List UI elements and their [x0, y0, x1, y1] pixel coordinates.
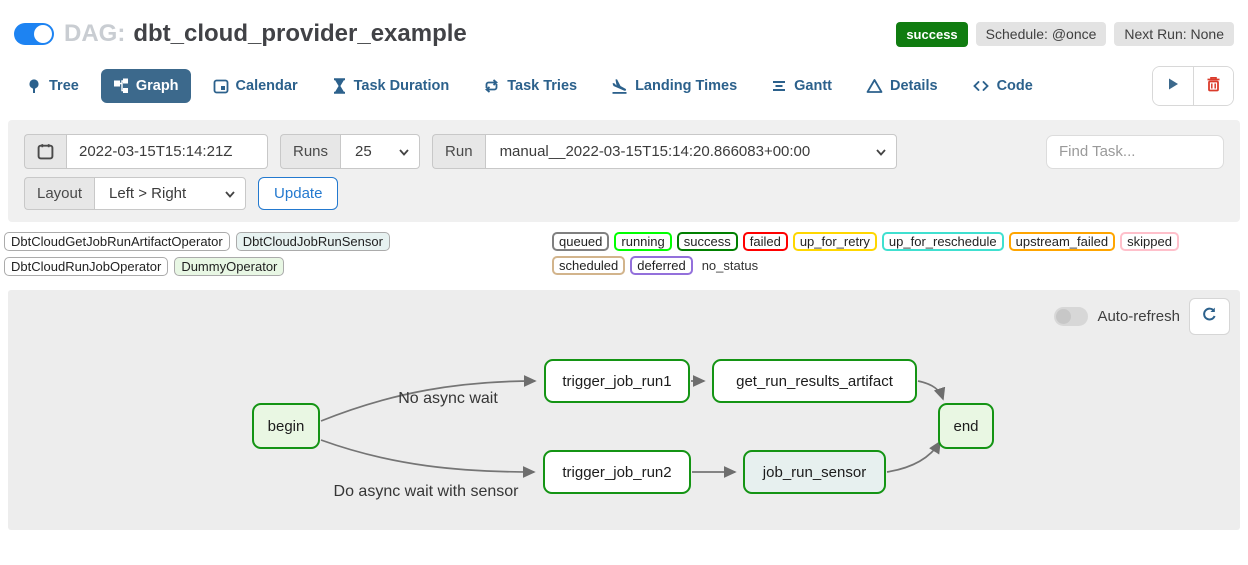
tab-calendar[interactable]: Calendar: [201, 69, 310, 103]
delete-dag-button[interactable]: [1193, 67, 1233, 105]
find-task-input[interactable]: [1046, 134, 1224, 169]
dag-prefix-label: DAG:: [64, 20, 126, 47]
dag-title: dbt_cloud_provider_example: [133, 20, 467, 47]
run-select[interactable]: manual__2022-03-15T15:14:20.866083+00:00: [484, 134, 897, 169]
operator-badge: DbtCloudJobRunSensor: [235, 232, 390, 251]
dag-action-buttons: [1152, 66, 1234, 106]
edge-begin-trigger_job_run1: [320, 375, 537, 422]
edge-label-no-async: No async wait: [398, 390, 498, 407]
graph-icon: [113, 78, 129, 94]
status-badge-failed[interactable]: failed: [742, 232, 788, 251]
dag-status-badge[interactable]: success: [896, 21, 968, 47]
task-node-job_run_sensor[interactable]: job_run_sensor: [743, 450, 886, 494]
next-run-badge: Next Run: None: [1114, 22, 1234, 46]
auto-refresh-label: Auto-refresh: [1097, 308, 1180, 325]
calendar-icon: [213, 78, 229, 94]
dag-graph-panel: Auto-refresh No async wait Do async wait…: [8, 290, 1240, 530]
status-badge-running[interactable]: running: [614, 232, 672, 251]
task-node-begin[interactable]: begin: [252, 403, 320, 449]
task-node-trigger_job_run2[interactable]: trigger_job_run2: [543, 450, 691, 494]
status-badge-up-for-retry[interactable]: up_for_retry: [792, 232, 877, 251]
hourglass-icon: [332, 78, 347, 94]
operator-legend: DbtCloudGetJobRunArtifactOperator DbtClo…: [4, 232, 546, 276]
plane-landing-icon: [611, 78, 628, 94]
refresh-button[interactable]: [1189, 298, 1230, 335]
tab-code[interactable]: Code: [960, 69, 1045, 103]
trash-icon: [1206, 76, 1221, 97]
chevron-down-icon: [399, 143, 409, 160]
edge-label-do-async: Do async wait with sensor: [333, 483, 519, 500]
run-label: Run: [432, 134, 485, 169]
filter-panel: Runs 25 Run manual__2022-03-15T15:14:20.…: [8, 120, 1240, 222]
chevron-down-icon: [875, 143, 886, 160]
operator-badge: DbtCloudGetJobRunArtifactOperator: [4, 232, 230, 251]
status-badge-deferred[interactable]: deferred: [630, 256, 693, 275]
tab-task-tries[interactable]: Task Tries: [471, 69, 589, 103]
layout-label: Layout: [24, 177, 95, 210]
num-runs-select[interactable]: 25: [340, 134, 421, 169]
layout-group: Layout Left > Right: [24, 177, 247, 210]
code-icon: [972, 78, 990, 94]
operator-badge: DbtCloudRunJobOperator: [4, 257, 169, 276]
auto-refresh-toggle[interactable]: [1054, 307, 1089, 326]
trigger-dag-button[interactable]: [1153, 67, 1193, 105]
edge-get_run_results_artifact-end: [917, 380, 946, 401]
task-node-get_run_results_artifact[interactable]: get_run_results_artifact: [712, 359, 917, 403]
tab-landing-times[interactable]: Landing Times: [599, 69, 749, 103]
num-runs-group: Runs 25: [280, 134, 421, 169]
toggle-knob: [34, 25, 52, 43]
calendar-addon-icon: [24, 134, 66, 169]
status-badge-queued[interactable]: queued: [552, 232, 610, 251]
runs-label: Runs: [280, 134, 341, 169]
gantt-icon: [771, 78, 787, 94]
status-badge-up-for-reschedule[interactable]: up_for_reschedule: [881, 232, 1004, 251]
status-badge-upstream-failed[interactable]: upstream_failed: [1008, 232, 1116, 251]
play-icon: [1166, 77, 1180, 96]
dag-pause-toggle[interactable]: [14, 23, 54, 45]
status-badge-success[interactable]: success: [676, 232, 738, 251]
run-group: Run manual__2022-03-15T15:14:20.866083+0…: [432, 134, 897, 169]
task-node-end[interactable]: end: [938, 403, 994, 449]
schedule-badge: Schedule: @once: [975, 22, 1107, 46]
status-label-no-status: no_status: [701, 258, 759, 273]
view-tabbar: Tree Graph Calendar Task Duration Task T…: [0, 54, 1248, 114]
base-date-group: [24, 134, 268, 169]
status-badge-scheduled[interactable]: scheduled: [552, 256, 626, 275]
chevron-down-icon: [225, 185, 235, 202]
tree-icon: [26, 78, 42, 94]
refresh-icon: [1201, 306, 1218, 328]
update-button[interactable]: Update: [258, 177, 339, 210]
tab-details[interactable]: Details: [854, 69, 950, 103]
tab-tree[interactable]: Tree: [14, 69, 91, 103]
dag-edges: [320, 375, 946, 478]
dag-header: DAG: dbt_cloud_provider_example success …: [0, 0, 1248, 54]
base-date-input[interactable]: [66, 134, 268, 169]
edge-job_run_sensor-end: [886, 440, 941, 473]
operator-badge: DummyOperator: [174, 257, 285, 276]
tab-graph[interactable]: Graph: [100, 69, 191, 103]
graph-controls: Auto-refresh: [1054, 298, 1230, 335]
edge-begin-trigger_job_run2: [320, 439, 536, 478]
legend: DbtCloudGetJobRunArtifactOperator DbtClo…: [0, 222, 1248, 282]
details-icon: [866, 78, 883, 94]
status-legend: queued running success failed up_for_ret…: [552, 232, 1244, 275]
repeat-icon: [483, 78, 500, 94]
tab-task-duration[interactable]: Task Duration: [320, 69, 462, 103]
status-badge-skipped[interactable]: skipped: [1120, 232, 1179, 251]
layout-select[interactable]: Left > Right: [94, 177, 247, 210]
tab-gantt[interactable]: Gantt: [759, 69, 844, 103]
toggle-knob: [1056, 309, 1072, 324]
task-node-trigger_job_run1[interactable]: trigger_job_run1: [544, 359, 690, 403]
